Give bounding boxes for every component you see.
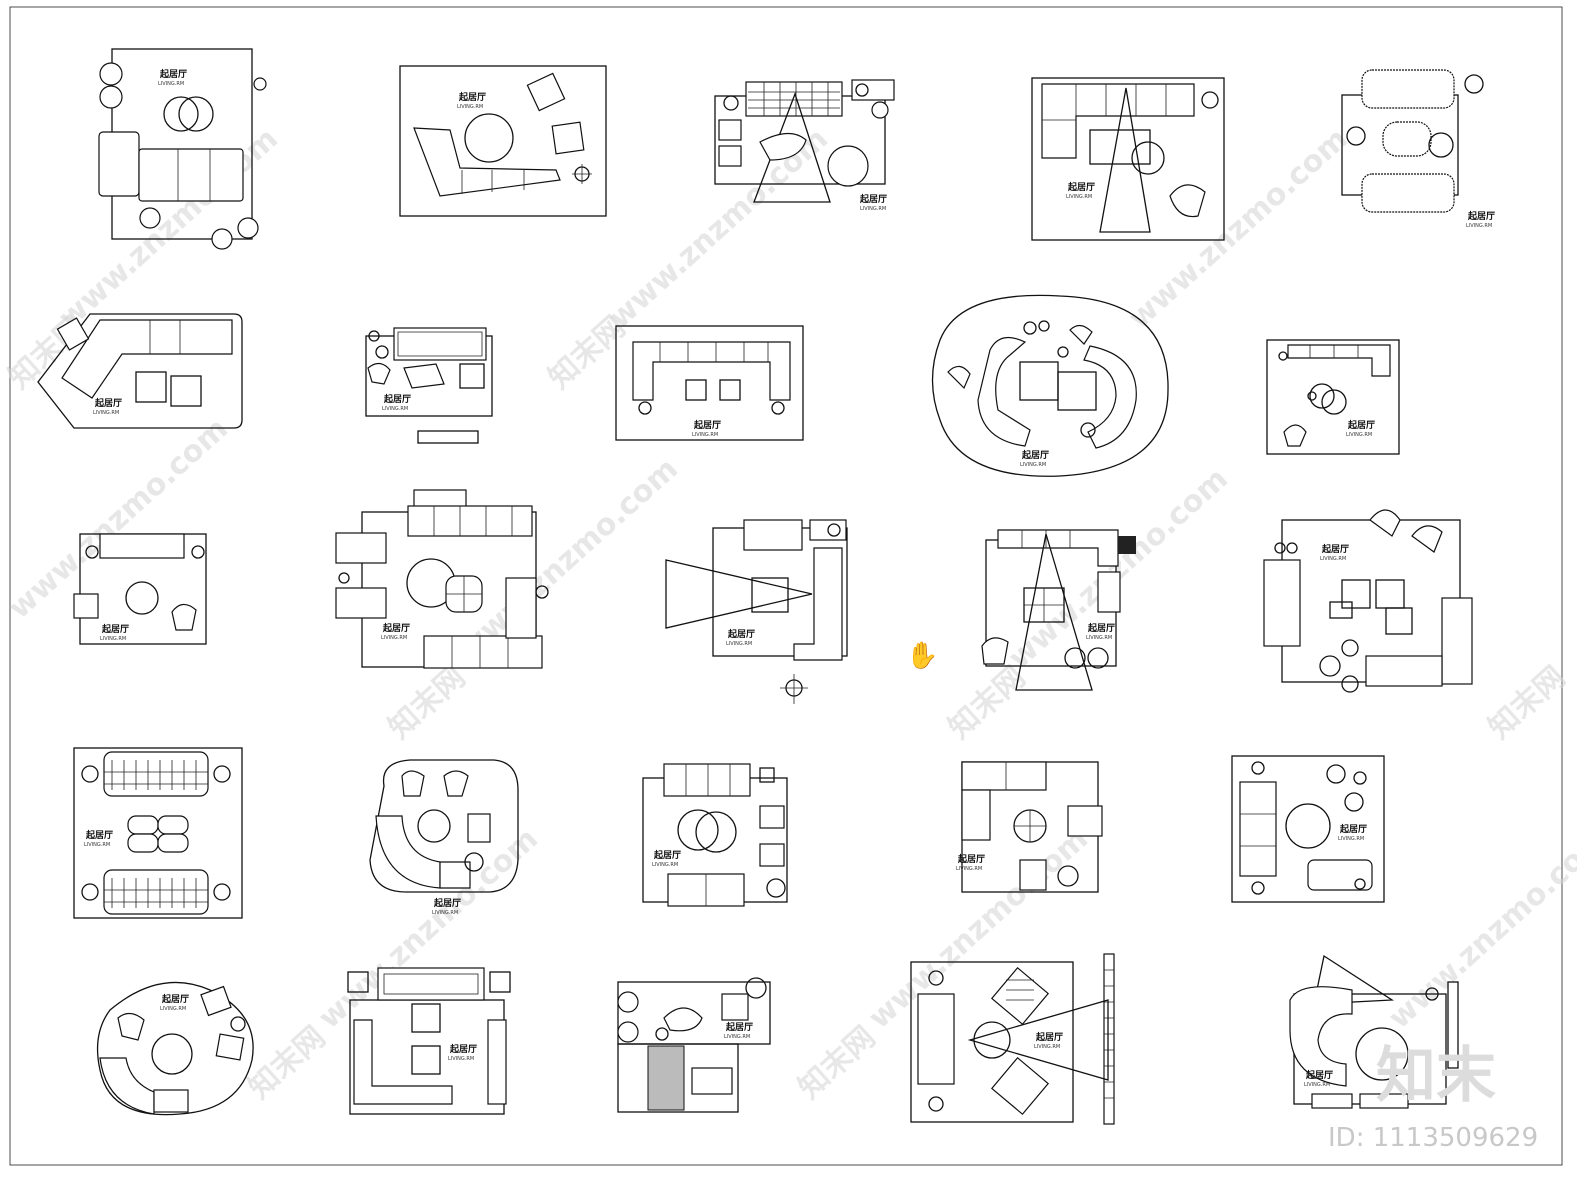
- plan-23-title: 起居厅: [725, 1021, 753, 1033]
- plan-6-title: 起居厅: [94, 397, 122, 409]
- plan-17: 起居厅 LIVING.RM: [369, 759, 519, 916]
- watermark-3: 知末网: [382, 660, 472, 746]
- plan-21: 起居厅 LIVING.RM: [96, 981, 254, 1116]
- plan-7: 起居厅 LIVING.RM: [365, 327, 493, 444]
- plan-25: 起居厅 LIVING.RM: [1289, 954, 1459, 1109]
- plan-4-subtitle: LIVING.RM: [1066, 194, 1092, 200]
- plan-9-title: 起居厅: [1021, 449, 1049, 461]
- plan-18-subtitle: LIVING.RM: [652, 862, 678, 868]
- plan-15-title: 起居厅: [1321, 543, 1349, 555]
- plan-7-title: 起居厅: [383, 393, 411, 405]
- plan-8-title: 起居厅: [693, 419, 721, 431]
- plan-5-subtitle: LIVING.RM: [1466, 223, 1492, 229]
- plan-8: 起居厅 LIVING.RM: [615, 325, 804, 441]
- watermark-url-8: www.znzmo.com: [862, 821, 1095, 1036]
- plan-13-title: 起居厅: [727, 628, 755, 640]
- watermark-url-5: www.znzmo.com: [452, 451, 685, 666]
- plan-9-subtitle: LIVING.RM: [1020, 462, 1046, 468]
- plan-13: 起居厅 LIVING.RM: [665, 519, 848, 704]
- plan-21-subtitle: LIVING.RM: [160, 1006, 186, 1012]
- plan-17-subtitle: LIVING.RM: [432, 910, 458, 916]
- plan-14: 起居厅 LIVING.RM: [981, 529, 1136, 691]
- plan-7-subtitle: LIVING.RM: [382, 406, 408, 412]
- plan-1: 起居厅 LIVING.RM: [98, 48, 267, 250]
- plan-4-title: 起居厅: [1067, 181, 1095, 193]
- plan-25-title: 起居厅: [1305, 1069, 1333, 1081]
- plan-11-title: 起居厅: [101, 623, 129, 635]
- plan-19-title: 起居厅: [957, 853, 985, 865]
- plan-2: 起居厅 LIVING.RM: [399, 65, 607, 217]
- plan-23-subtitle: LIVING.RM: [724, 1034, 750, 1040]
- plan-22-title: 起居厅: [449, 1043, 477, 1055]
- plan-12-subtitle: LIVING.RM: [381, 635, 407, 641]
- plan-1-subtitle: LIVING.RM: [158, 81, 184, 87]
- plan-13-subtitle: LIVING.RM: [726, 641, 752, 647]
- plan-3: 起居厅 LIVING.RM: [714, 79, 895, 212]
- plan-1-title: 起居厅: [159, 68, 187, 80]
- plan-22-subtitle: LIVING.RM: [448, 1056, 474, 1062]
- plan-15: 起居厅 LIVING.RM: [1263, 509, 1473, 693]
- plan-2-subtitle: LIVING.RM: [457, 104, 483, 110]
- plan-5-title: 起居厅: [1467, 210, 1495, 222]
- plan-10-title: 起居厅: [1347, 419, 1375, 431]
- plan-17-title: 起居厅: [433, 897, 461, 909]
- plan-8-subtitle: LIVING.RM: [692, 432, 718, 438]
- watermark-url-2: www.znzmo.com: [602, 121, 835, 336]
- plan-25-subtitle: LIVING.RM: [1304, 1082, 1330, 1088]
- plan-19-subtitle: LIVING.RM: [956, 866, 982, 872]
- sheet-border: [9, 6, 1563, 1166]
- plan-12: 起居厅 LIVING.RM: [335, 489, 549, 669]
- plan-5: 起居厅 LIVING.RM: [1341, 69, 1495, 229]
- plan-10-subtitle: LIVING.RM: [1346, 432, 1372, 438]
- plan-11: 起居厅 LIVING.RM: [73, 533, 207, 645]
- plan-20-title: 起居厅: [1339, 823, 1367, 835]
- hand-cursor-icon: ✋: [906, 640, 938, 671]
- watermark-url-4: www.znzmo.com: [2, 411, 235, 626]
- plan-3-subtitle: LIVING.RM: [860, 206, 886, 212]
- plan-2-title: 起居厅: [458, 91, 486, 103]
- watermark-layer: 知末网 www.znzmo.com 知末网 www.znzmo.com www.…: [2, 121, 1577, 1106]
- plan-6: 起居厅 LIVING.RM: [37, 313, 243, 429]
- plan-20: 起居厅 LIVING.RM: [1231, 755, 1385, 903]
- plan-23: 起居厅 LIVING.RM: [617, 977, 771, 1113]
- plan-16-subtitle: LIVING.RM: [84, 842, 110, 848]
- watermark-url-9: www.znzmo.com: [1382, 821, 1577, 1036]
- watermark-url-6: www.znzmo.com: [1002, 461, 1235, 676]
- plan-16: 起居厅 LIVING.RM: [73, 747, 243, 919]
- watermark-url-3: www.znzmo.com: [1122, 121, 1355, 336]
- plan-14-title: 起居厅: [1087, 622, 1115, 634]
- plan-3-title: 起居厅: [859, 193, 887, 205]
- plan-15-subtitle: LIVING.RM: [1320, 556, 1346, 562]
- plan-18-title: 起居厅: [653, 849, 681, 861]
- plan-11-subtitle: LIVING.RM: [100, 636, 126, 642]
- plan-21-title: 起居厅: [161, 993, 189, 1005]
- plan-19: 起居厅 LIVING.RM: [956, 761, 1103, 893]
- plan-24: 起居厅 LIVING.RM: [910, 953, 1115, 1125]
- plan-24-subtitle: LIVING.RM: [1034, 1044, 1060, 1050]
- plan-10: 起居厅 LIVING.RM: [1266, 339, 1400, 455]
- plan-9: 起居厅 LIVING.RM: [931, 294, 1169, 477]
- plan-4: 起居厅 LIVING.RM: [1031, 77, 1225, 241]
- image-id: ID: 1113509629: [1328, 1123, 1538, 1153]
- plan-18: 起居厅 LIVING.RM: [642, 763, 788, 907]
- brand-watermark: 知末: [1376, 1041, 1496, 1111]
- plan-14-subtitle: LIVING.RM: [1086, 635, 1112, 641]
- plan-20-subtitle: LIVING.RM: [1338, 836, 1364, 842]
- plan-12-title: 起居厅: [382, 622, 410, 634]
- plan-6-subtitle: LIVING.RM: [93, 410, 119, 416]
- watermark-6: 知末网: [242, 1020, 332, 1106]
- plan-16-title: 起居厅: [85, 829, 113, 841]
- watermark-7: 知末网: [792, 1020, 882, 1106]
- watermark-5: 知末网: [1482, 660, 1572, 746]
- plan-22: 起居厅 LIVING.RM: [347, 967, 511, 1115]
- plan-24-title: 起居厅: [1035, 1031, 1063, 1043]
